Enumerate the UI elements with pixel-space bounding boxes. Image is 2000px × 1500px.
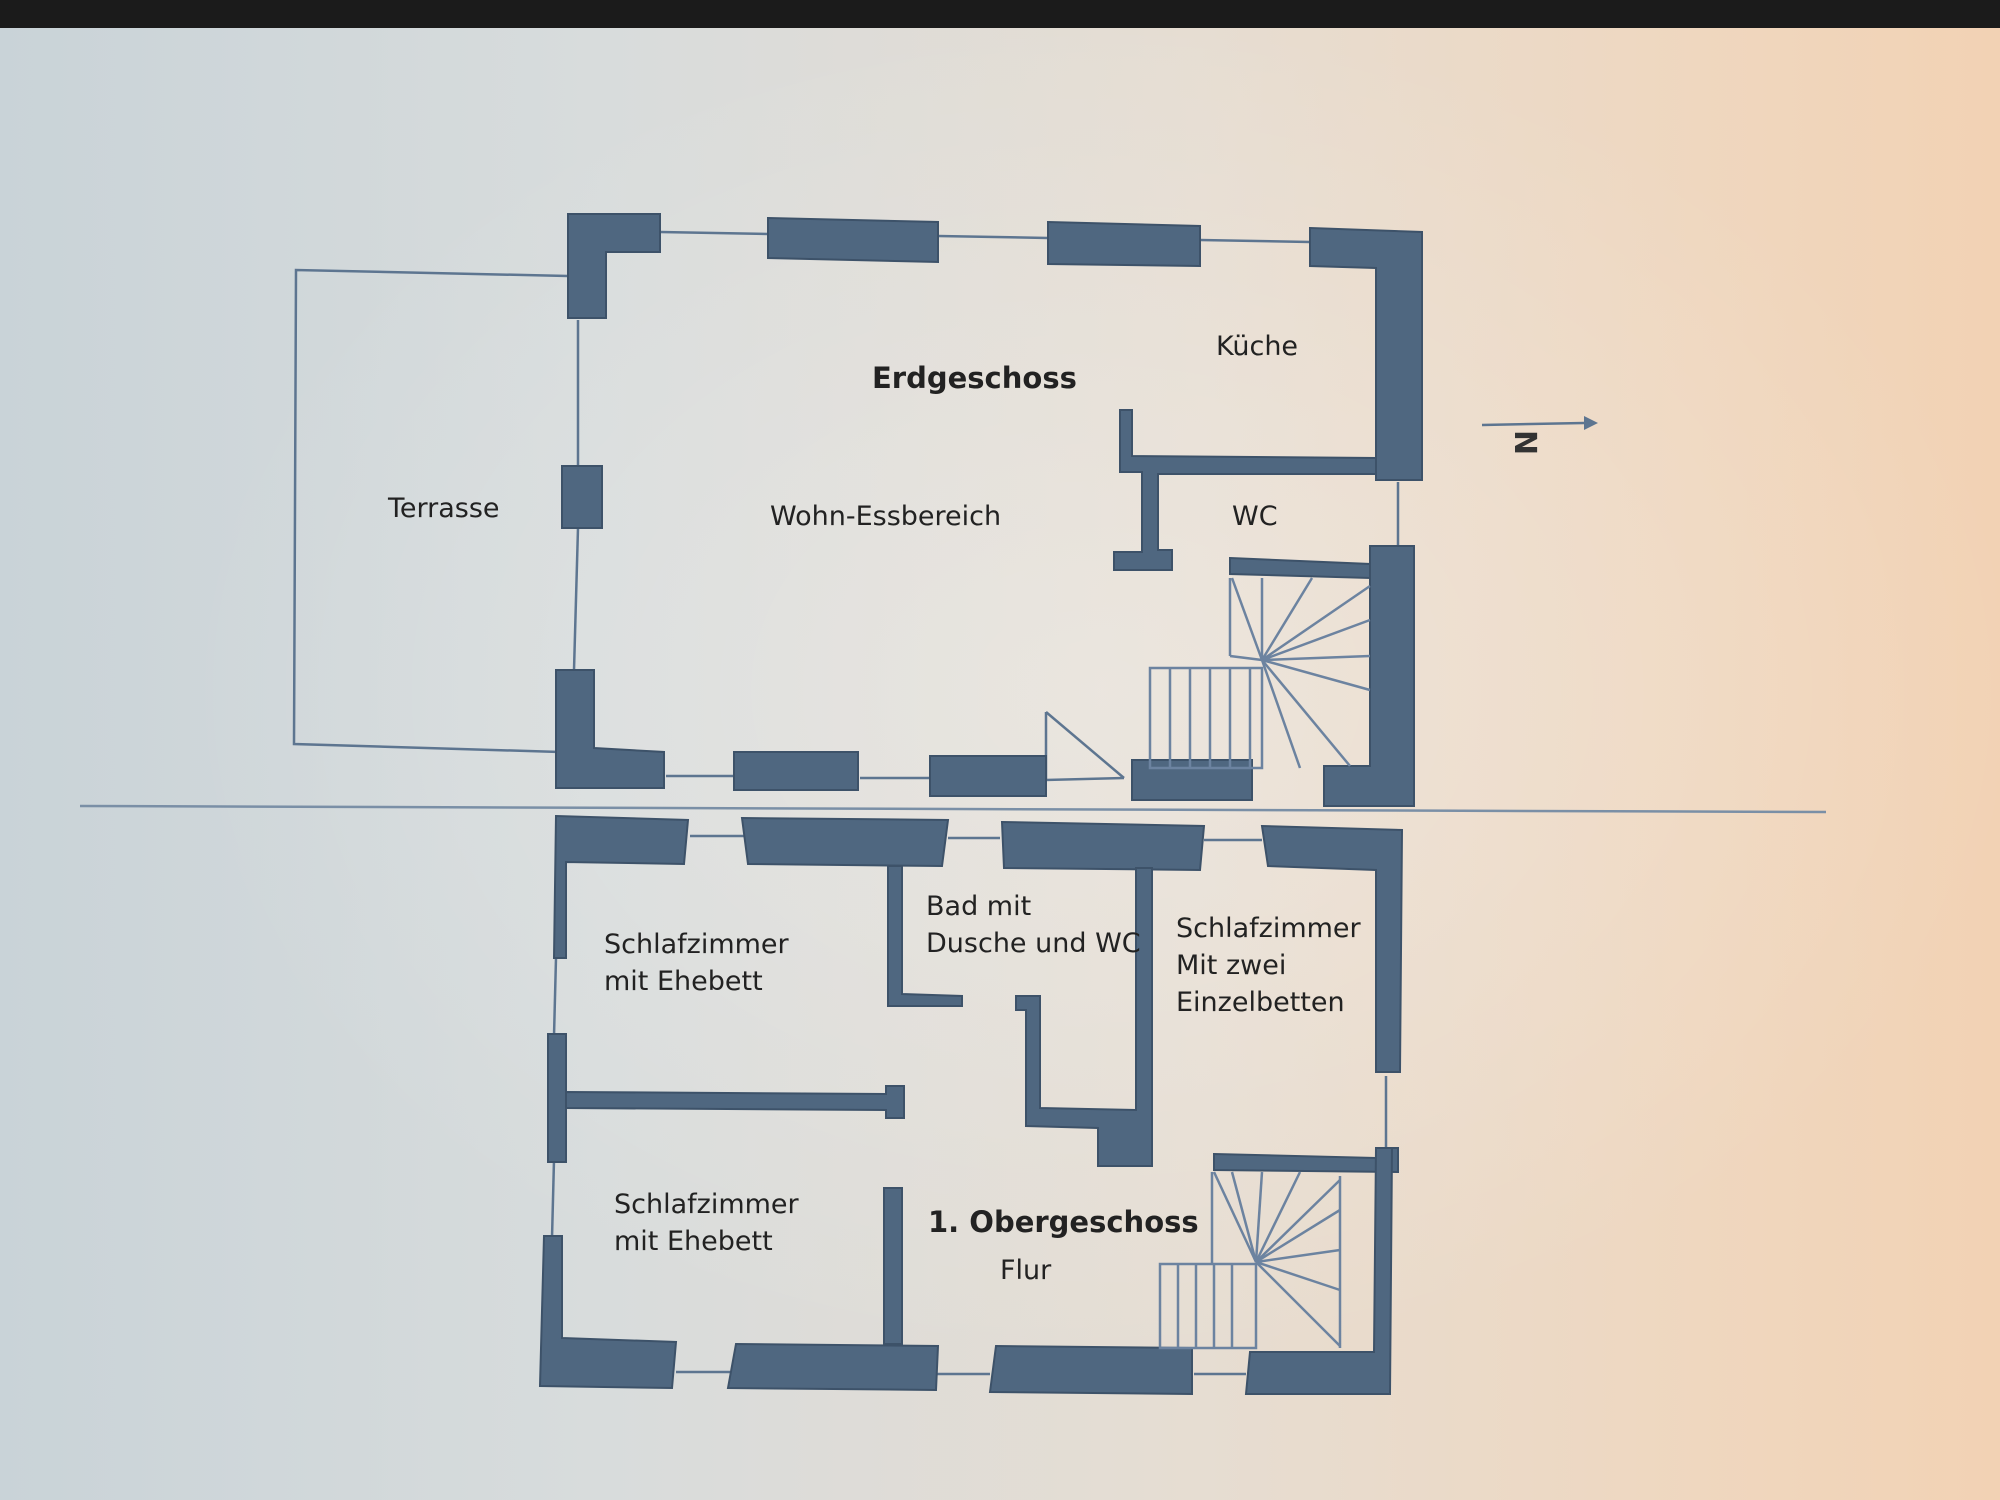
wall-stair-upper — [1213, 1147, 1399, 1174]
wall-upper-se — [1244, 1147, 1394, 1395]
room-label-bedroom-3: Schlafzimmer Mit zwei Einzelbetten — [1176, 913, 1361, 1018]
wall-upper-sw — [538, 1235, 678, 1390]
wall-stair-ground — [1229, 556, 1371, 580]
room-label-kitchen: Küche — [1216, 331, 1299, 362]
wall-south-3 — [1131, 759, 1253, 801]
wall-upper-s1 — [726, 1342, 940, 1392]
ground-floor-title: Erdgeschoss — [872, 361, 1077, 395]
stairs-ground — [1148, 577, 1371, 770]
wall-bath-west — [887, 865, 963, 1007]
wall-hall-post — [883, 1187, 903, 1345]
wall-south-1 — [733, 751, 859, 791]
wall-west-pillar — [561, 465, 603, 529]
wall-se-corner — [1323, 545, 1415, 807]
upper-floor-title: 1. Obergeschoss — [928, 1205, 1199, 1239]
wall-bedroom-divider — [565, 1085, 905, 1119]
room-label-bedroom-1: Schlafzimmer mit Ehebett — [604, 929, 789, 997]
room-label-wc: WC — [1232, 501, 1278, 532]
room-label-living: Wohn-Essbereich — [770, 501, 1002, 532]
floor-divider — [79, 804, 1827, 814]
upper-floor-plan — [538, 814, 1404, 1396]
stairs-upper — [1158, 1171, 1342, 1350]
room-label-bedroom-2: Schlafzimmer mit Ehebett — [614, 1189, 799, 1257]
wall-window-1 — [767, 216, 939, 264]
wall-ne-corner — [1309, 226, 1423, 481]
room-label-hallway: Flur — [1000, 1255, 1052, 1286]
wall-window-2 — [1047, 220, 1201, 268]
north-label: N — [1507, 429, 1543, 456]
wall-upper-n1 — [740, 816, 950, 868]
north-arrow-icon — [1481, 416, 1598, 430]
wall-kitchen — [1113, 409, 1377, 571]
wall-sw-corner — [555, 669, 665, 789]
room-label-bathroom: Bad mit Dusche und WC — [926, 891, 1141, 959]
wall-upper-west-pillar — [547, 1033, 567, 1163]
wall-south-2 — [929, 755, 1047, 797]
wall-upper-n2 — [1000, 820, 1206, 872]
wall-upper-ne — [1260, 824, 1404, 1073]
wall-upper-s2 — [988, 1344, 1193, 1396]
ground-floor-plan — [292, 213, 1598, 807]
room-label-terrace: Terrasse — [388, 493, 500, 524]
wall-upper-nw — [552, 814, 690, 959]
wall-bath-inner — [1015, 867, 1153, 1167]
wall-nw-corner — [567, 213, 661, 319]
terrace-outline — [292, 268, 569, 754]
